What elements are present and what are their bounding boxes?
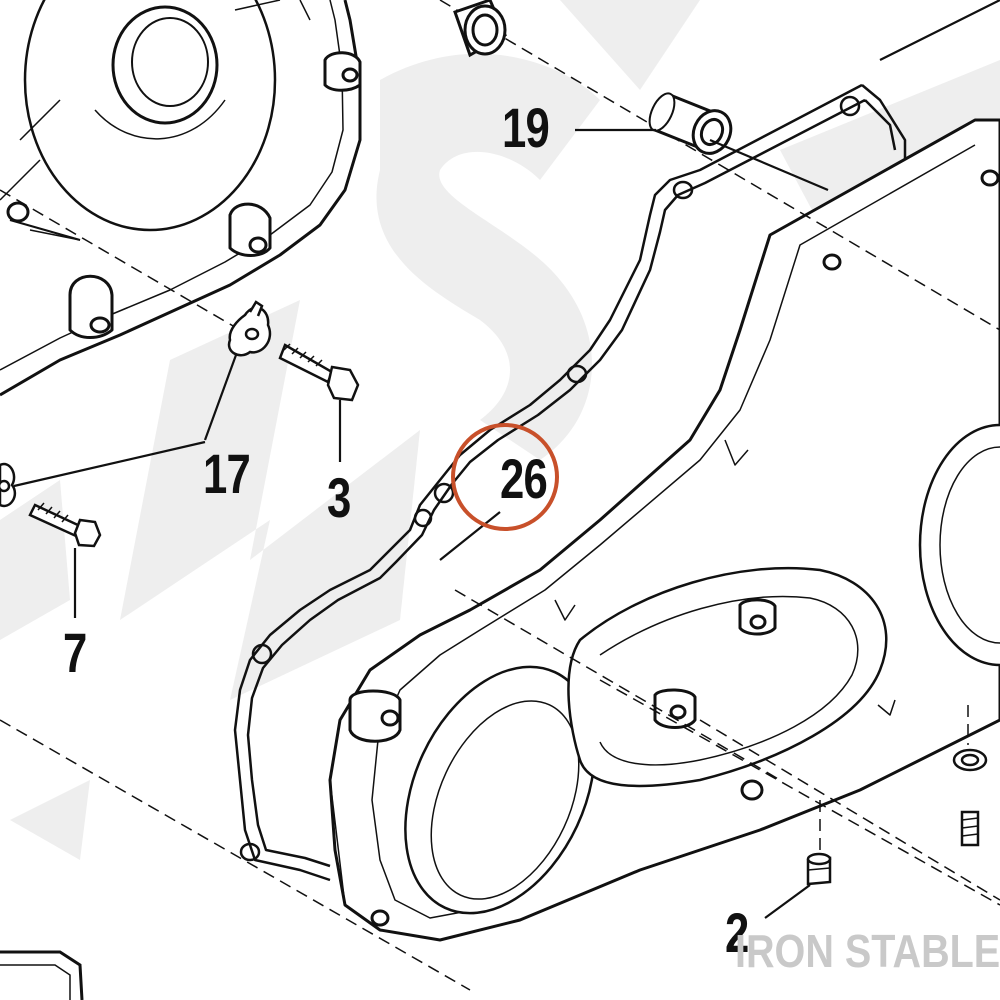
callout-7-label[interactable]: 7 [63,621,87,684]
drain-plug-part [952,748,988,847]
highlight-circle [451,423,559,531]
corner-part [0,950,84,1000]
bolt-7-part [28,502,102,548]
primary-cover-gasket [233,83,907,882]
callout-3-label[interactable]: 3 [327,466,351,529]
engine-case-part [0,0,362,397]
fitting-2-part [806,852,832,886]
bushing-part [453,0,507,58]
callout-2-label[interactable]: 2 [725,901,749,964]
lock-tab-part [0,300,272,508]
leader-lines [13,0,1000,919]
brand-watermark: IRON STABLE [735,925,1000,977]
callout-26-label[interactable]: 26 [500,447,548,510]
dowel-pin-part [648,92,733,155]
bolt-3-part [278,343,360,402]
callout-17-label[interactable]: 17 [203,442,251,505]
primary-cover-part [328,118,1000,942]
callout-19-label[interactable]: 19 [502,96,550,159]
